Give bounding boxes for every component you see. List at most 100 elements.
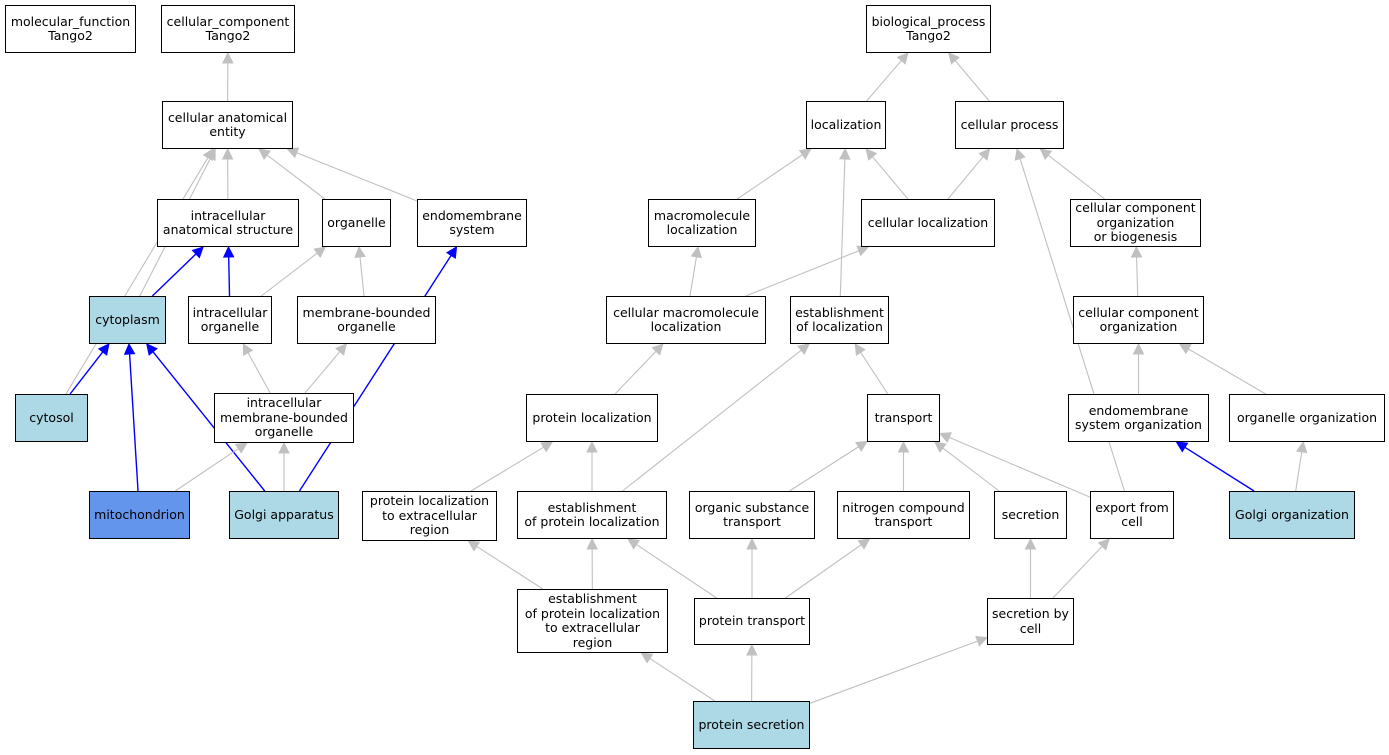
term-node-ccob[interactable]: cellular component organization or bioge… — [1070, 199, 1201, 247]
edge-arrowhead-export-to-transport — [938, 432, 952, 443]
edge-arrowhead-intraorg-to-ias — [222, 245, 235, 258]
term-node-cae[interactable]: cellular anatomical entity — [162, 101, 293, 149]
edge-arrowhead-orgorg-to-cco — [1178, 343, 1192, 355]
edge-arrowhead-golgi-to-imbo — [278, 441, 290, 454]
term-node-localization[interactable]: localization — [806, 101, 886, 149]
edge-arrowhead-secretion-to-transport — [934, 441, 947, 453]
edge-protloc-to-cmacroloc — [614, 350, 657, 395]
edge-arrowhead-cae-to-cc — [222, 51, 234, 64]
edge-secbycell-to-export — [1052, 545, 1103, 599]
term-node-endosys[interactable]: endomembrane system — [417, 199, 527, 247]
term-node-bp[interactable]: biological_process Tango2 — [866, 5, 991, 53]
edge-mito-to-cytoplasm — [128, 353, 139, 492]
edge-arrowhead-protloc-to-cmacroloc — [651, 343, 664, 356]
edge-arrowhead-ias-to-cae — [221, 147, 234, 160]
edge-cco-to-ccob — [1136, 256, 1139, 297]
edge-estplec-to-plec — [476, 545, 544, 590]
edge-arrowhead-cco-to-ccob — [1130, 245, 1143, 258]
edge-arrowhead-plec-to-protloc — [540, 441, 554, 453]
edge-arrowhead-secbycell-to-export — [1097, 538, 1110, 551]
edge-arrowhead-organelle-to-cae — [258, 148, 271, 160]
edge-arrowhead-protsec-to-estplec — [640, 652, 654, 664]
edge-arrowhead-cytosol-to-cae — [202, 148, 214, 161]
term-node-endosysorg[interactable]: endomembrane system organization — [1068, 394, 1209, 442]
edge-golgiorg-to-endosysorg — [1184, 446, 1255, 492]
edge-intraorg-to-organelle — [260, 252, 318, 297]
edge-imbo-to-mbo — [304, 351, 341, 394]
term-node-golgiorg[interactable]: Golgi organization — [1229, 491, 1355, 539]
edge-arrowhead-intraorg-to-organelle — [313, 246, 327, 258]
edge-arrowhead-cellloc-to-localization — [865, 148, 878, 161]
edge-arrowhead-mbo-to-organelle — [354, 245, 366, 259]
edge-localization-to-bp — [866, 60, 902, 102]
edge-arrowhead-estprotloc-to-estloc — [797, 343, 810, 356]
edge-ccob-to-cellproc — [1047, 154, 1105, 200]
edge-arrowhead-cytoplasm-to-ias — [191, 246, 204, 259]
edge-cytoplasm-to-ias — [151, 253, 197, 297]
term-node-prottr[interactable]: protein transport — [694, 598, 810, 645]
term-node-mito[interactable]: mitochondrion — [89, 491, 190, 539]
term-node-secretion[interactable]: secretion — [994, 491, 1067, 539]
term-node-estprotloc[interactable]: establishment of protein localization — [517, 491, 667, 539]
edge-prottr-to-nitrotr — [785, 544, 862, 599]
edge-endosys-to-cae — [296, 152, 418, 202]
edge-arrowhead-localization-to-bp — [896, 52, 909, 65]
edge-arrowhead-golgi-to-cytoplasm — [146, 343, 158, 356]
edge-estloc-to-localization — [839, 158, 846, 297]
edge-arrowhead-secbycell-to-secretion — [1024, 537, 1037, 550]
term-node-nitrotr[interactable]: nitrogen compound transport — [837, 491, 970, 539]
term-node-cytosol[interactable]: cytosol — [15, 394, 88, 442]
edge-arrowhead-endosys-to-cae — [286, 147, 300, 159]
edge-arrowhead-estloc-to-localization — [839, 147, 851, 160]
term-node-ias[interactable]: intracellular anatomical structure — [157, 199, 299, 247]
term-node-cco[interactable]: cellular component organization — [1073, 296, 1204, 344]
term-node-organelle[interactable]: organelle — [322, 199, 391, 247]
term-node-orgsubtr[interactable]: organic substance transport — [689, 491, 815, 539]
edge-plec-to-protloc — [470, 446, 544, 492]
edge-arrowhead-nitrotr-to-transport — [897, 440, 910, 453]
edge-arrowhead-estplec-to-estprotloc — [586, 537, 598, 550]
term-node-cellloc[interactable]: cellular localization — [861, 199, 995, 247]
edge-arrowhead-prottr-to-nitrotr — [857, 538, 871, 550]
edge-orgorg-to-cco — [1188, 348, 1267, 395]
edge-arrowhead-imbo-to-mbo — [335, 343, 348, 356]
term-node-transport[interactable]: transport — [867, 394, 940, 442]
term-node-cellproc[interactable]: cellular process — [955, 101, 1064, 149]
term-node-cmacroloc[interactable]: cellular macromolecule localization — [606, 296, 766, 344]
edge-cytosol-to-cytoplasm — [69, 351, 104, 395]
edge-imbo-to-intraorg — [247, 352, 271, 394]
edge-arrowhead-transport-to-estloc — [854, 343, 866, 356]
term-node-mf[interactable]: molecular_function Tango2 — [5, 5, 136, 53]
term-node-macroloc[interactable]: macromolecule localization — [648, 199, 756, 247]
edge-arrowhead-protsec-to-secbycell — [975, 635, 989, 647]
term-node-estplec[interactable]: establishment of protein localization to… — [517, 589, 668, 653]
term-node-protsec[interactable]: protein secretion — [693, 701, 810, 749]
edge-mbo-to-organelle — [359, 256, 365, 297]
edge-golgi-to-cytoplasm — [152, 351, 266, 492]
edge-cellloc-to-localization — [872, 156, 909, 200]
edge-arrowhead-cellproc-to-bp — [948, 52, 960, 65]
edge-arrowhead-mito-to-cytoplasm — [123, 342, 136, 355]
term-node-protloc[interactable]: protein localization — [526, 394, 658, 442]
term-node-cc[interactable]: cellular_component Tango2 — [161, 5, 295, 53]
term-node-mbo[interactable]: membrane-bounded organelle — [297, 296, 436, 344]
term-node-estloc[interactable]: establishment of localization — [790, 296, 889, 344]
term-node-export[interactable]: export from cell — [1090, 491, 1174, 539]
term-node-secbycell[interactable]: secretion by cell — [987, 598, 1074, 645]
edge-golgiorg-to-orgorg — [1295, 451, 1303, 492]
edge-arrowhead-cellloc-to-cellproc — [978, 148, 991, 161]
term-node-orgorg[interactable]: organelle organization — [1229, 394, 1385, 442]
term-node-cytoplasm[interactable]: cytoplasm — [89, 296, 166, 344]
term-node-plec[interactable]: protein localization to extracellular re… — [362, 491, 497, 541]
edge-intraorg-to-ias — [228, 256, 231, 297]
edge-arrowhead-prottr-to-orgsubtr — [746, 537, 758, 550]
edge-cmacroloc-to-cellloc — [745, 250, 860, 297]
term-node-imbo[interactable]: intracellular membrane-bounded organelle — [214, 393, 354, 443]
edge-arrowhead-estprotloc-to-protloc — [586, 440, 598, 453]
edge-secretion-to-transport — [942, 447, 1000, 492]
edge-cellloc-to-cellproc — [947, 156, 984, 200]
edge-arrowhead-mito-to-imbo — [234, 442, 248, 454]
edge-arrowhead-golgi-to-endosys — [445, 246, 458, 259]
term-node-intraorg[interactable]: intracellular organelle — [188, 296, 272, 344]
term-node-golgi[interactable]: Golgi apparatus — [229, 491, 339, 539]
